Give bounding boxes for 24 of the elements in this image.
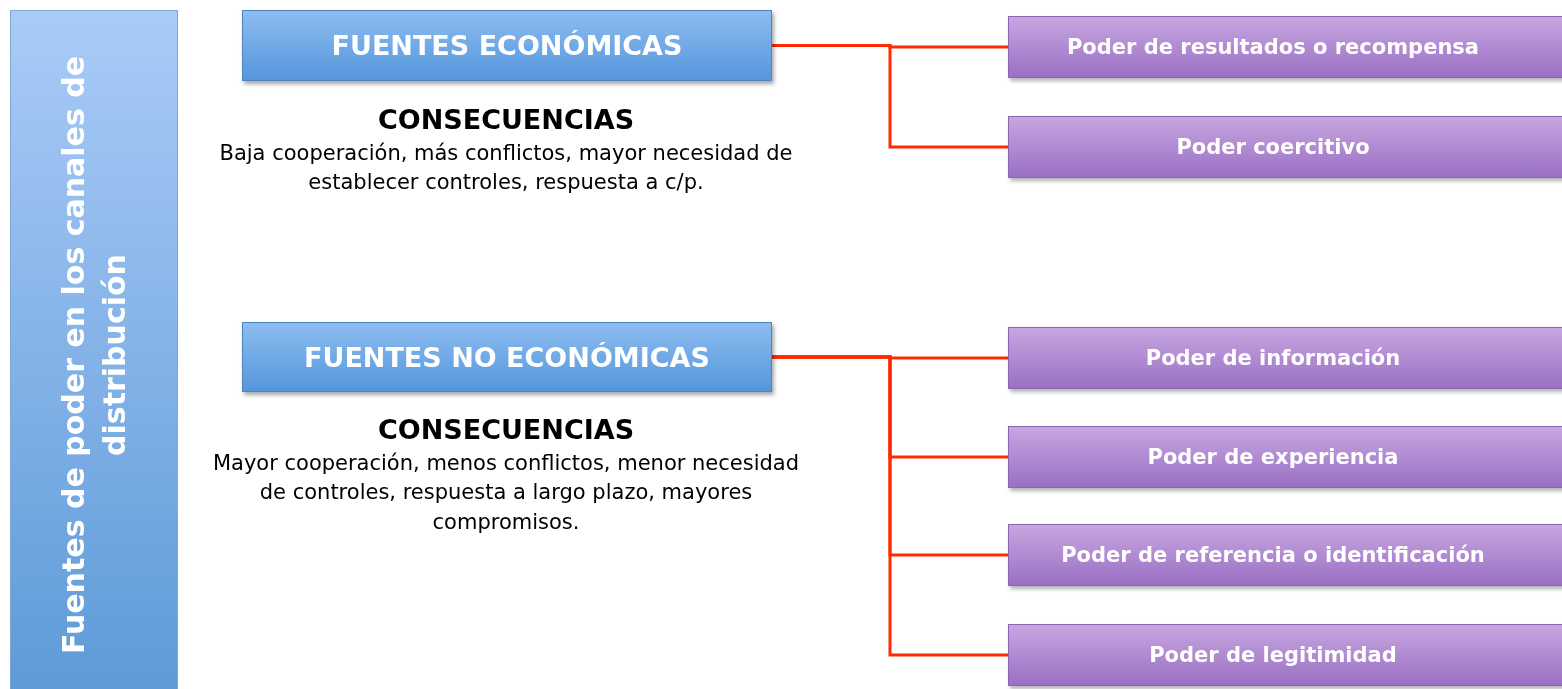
power-box xyxy=(1008,116,1562,178)
box-label: Poder de información xyxy=(1145,346,1402,370)
box-label: FUENTES NO ECONÓMICAS xyxy=(304,341,710,373)
consequences-heading: CONSECUENCIAS xyxy=(376,104,636,135)
connector-line xyxy=(772,44,1008,149)
connector-line xyxy=(772,355,1008,657)
power-box xyxy=(1008,16,1562,78)
source-box xyxy=(242,322,772,392)
power-box xyxy=(1008,327,1562,389)
box-label: Poder de legitimidad xyxy=(1149,643,1398,667)
title-text: Fuentes de poder en los canales de distribución xyxy=(54,54,132,657)
box-label: Poder de resultados o recompensa xyxy=(1066,35,1481,59)
box-label: Poder de experiencia xyxy=(1147,445,1400,469)
box-label: FUENTES ECONÓMICAS xyxy=(331,30,683,61)
consequences-text: Mayor cooperación, menos conflictos, menor necesidad de controles, respuesta a largo plazo, mayores compromisos. xyxy=(211,450,801,536)
power-box xyxy=(1008,524,1562,586)
power-box xyxy=(1008,624,1562,686)
consequences-heading: CONSECUENCIAS xyxy=(376,414,636,445)
power-box xyxy=(1008,426,1562,488)
box-label: Poder de referencia o identificación xyxy=(1061,543,1486,567)
source-box xyxy=(242,10,772,81)
title-bar xyxy=(10,10,178,689)
consequences-text: Baja cooperación, más conflictos, mayor necesidad de establecer controles, respuesta a c/p. xyxy=(218,140,794,197)
box-label: Poder coercitivo xyxy=(1176,135,1371,159)
